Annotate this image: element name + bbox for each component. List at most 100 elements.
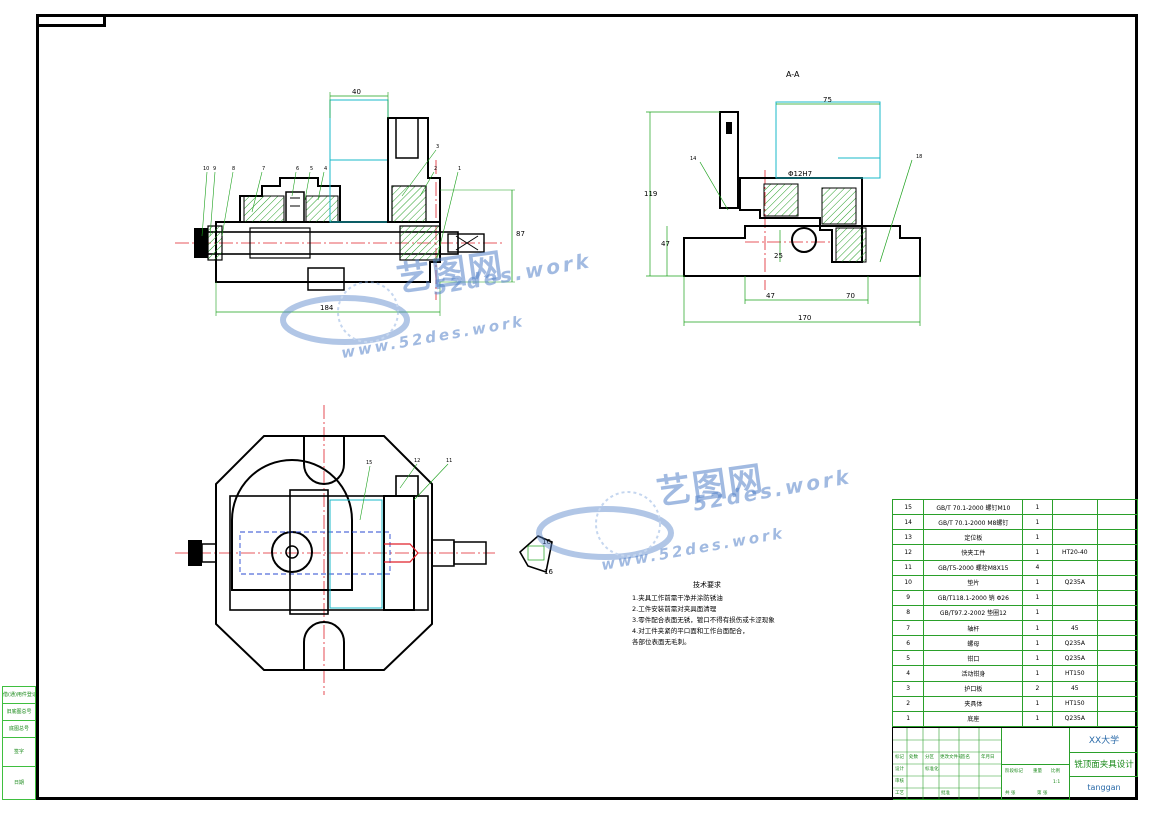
bom-cell-rem [1097, 589, 1138, 606]
section-label: A-A [786, 70, 800, 79]
part-balloon: 11 [446, 458, 452, 464]
bom-cell-no: 1 [891, 710, 925, 728]
title-block-label: 标记 [895, 755, 904, 760]
bom-cell-rem [1097, 604, 1138, 622]
bom-cell-std: GB/T 70.1-2000 螺钉M10 [923, 498, 1024, 516]
title-block-label: 阶段标记 [1005, 769, 1023, 774]
bom-cell-mat: 45 [1051, 619, 1099, 637]
bom-cell-rem [1097, 680, 1138, 697]
bom-cell-no: 3 [891, 680, 925, 697]
bom-cell-qty: 1 [1022, 589, 1053, 606]
bom-cell-no: 10 [891, 574, 925, 591]
bom-cell-no: 6 [891, 635, 925, 652]
dim-label: 75 [823, 96, 832, 104]
bom-cell-mat: Q235A [1051, 635, 1099, 652]
side-strip-row: 日期 [13, 780, 24, 786]
side-strip-row: 旧底图总号 [3, 704, 35, 721]
bom-cell-mat: Q235A [1051, 650, 1099, 667]
dim-label: Φ12H7 [788, 170, 812, 178]
part-balloon: 8 [232, 166, 235, 172]
dim-label: 87 [516, 230, 525, 238]
bom-cell-std: GB/T97.2-2002 垫圈12 [923, 604, 1024, 622]
dim-label: 16 [542, 538, 551, 546]
title-block-label: 更改文件号 [940, 755, 963, 760]
bom-cell-rem [1097, 710, 1138, 728]
bom-cell-mat: Q235A [1051, 710, 1099, 728]
part-balloon: 14 [690, 156, 696, 162]
bom-cell-mat [1051, 529, 1099, 546]
side-registration-strip: 借(通)用件登记 旧底图总号 底图总号 签字 日期 [2, 686, 36, 800]
title-block-label: 批准 [941, 791, 950, 796]
bom-cell-std: 定位板 [923, 529, 1024, 546]
bom-cell-std: GB/T5-2000 螺栓M8X15 [923, 559, 1024, 576]
bom-cell-mat [1051, 559, 1099, 576]
title-block-label: 分区 [925, 755, 934, 760]
bom-cell-qty: 1 [1022, 619, 1053, 637]
dim-label: 25 [774, 252, 783, 260]
part-balloon: 12 [414, 458, 420, 464]
title-block-label: 审核 [895, 779, 904, 784]
side-strip-row: 底图总号 [3, 721, 35, 738]
title-block-label: 工艺 [895, 791, 904, 796]
bom-cell-std: 螺母 [923, 635, 1024, 652]
dim-label: 119 [644, 190, 657, 198]
section-a-a-view [646, 101, 921, 326]
title-block-label: 第 张 [1037, 791, 1048, 796]
bom-cell-no: 4 [891, 665, 925, 682]
bom-cell-qty: 1 [1022, 635, 1053, 652]
technical-note-line: 2.工件安装前需对夹具面清理 [632, 605, 717, 613]
title-block-label: 共 张 [1005, 791, 1016, 796]
dim-label: 184 [320, 304, 334, 312]
bom-cell-qty: 1 [1022, 665, 1053, 682]
bom-cell-no: 5 [891, 650, 925, 667]
bom-cell-qty: 1 [1022, 529, 1053, 546]
part-balloon: 2 [434, 166, 437, 172]
bom-cell-mat: HT150 [1051, 665, 1099, 682]
dim-label: 47 [661, 240, 670, 248]
title-block-label: 标准化 [925, 767, 939, 772]
title-block-label: 重量 [1033, 769, 1042, 774]
bom-cell-std: 轴杆 [923, 619, 1024, 637]
bom-cell-qty: 2 [1022, 680, 1053, 697]
bom-cell-mat: Q235A [1051, 574, 1099, 591]
dim-label: 47 [766, 292, 775, 300]
drawing-frame [36, 14, 1138, 800]
bom-cell-std: GB/T118.1-2000 销 Φ26 [923, 589, 1024, 606]
bom-cell-rem [1097, 650, 1138, 667]
bom-cell-no: 7 [891, 619, 925, 637]
bom-cell-no: 15 [891, 498, 925, 516]
part-balloon: 10 [203, 166, 209, 172]
dim-label: 70 [846, 292, 855, 300]
bom-cell-std: 护口板 [923, 680, 1024, 697]
bom-cell-rem [1097, 665, 1138, 682]
bom-cell-qty: 1 [1022, 695, 1053, 712]
bom-cell-mat: HT150 [1051, 695, 1099, 712]
bom-cell-std: GB/T 70.1-2000 M8螺钉 [923, 514, 1024, 531]
bom-cell-no: 2 [891, 695, 925, 712]
dim-label: 16 [544, 568, 553, 576]
bom-cell-mat: HT20-40 [1051, 544, 1099, 561]
side-strip-row: 借(通)用件登记 [3, 687, 35, 704]
bom-cell-no: 14 [891, 514, 925, 531]
bom-cell-std: 活动钳身 [923, 665, 1024, 682]
bom-cell-rem [1097, 529, 1138, 546]
bom-cell-rem [1097, 559, 1138, 576]
part-balloon: 15 [366, 460, 372, 466]
frame-corner-tag [36, 14, 106, 27]
bom-cell-rem [1097, 619, 1138, 637]
part-balloon: 3 [436, 144, 439, 150]
bom-cell-qty: 1 [1022, 710, 1053, 728]
title-block-label: 1:1 [1053, 780, 1061, 785]
bom-cell-qty: 4 [1022, 559, 1053, 576]
